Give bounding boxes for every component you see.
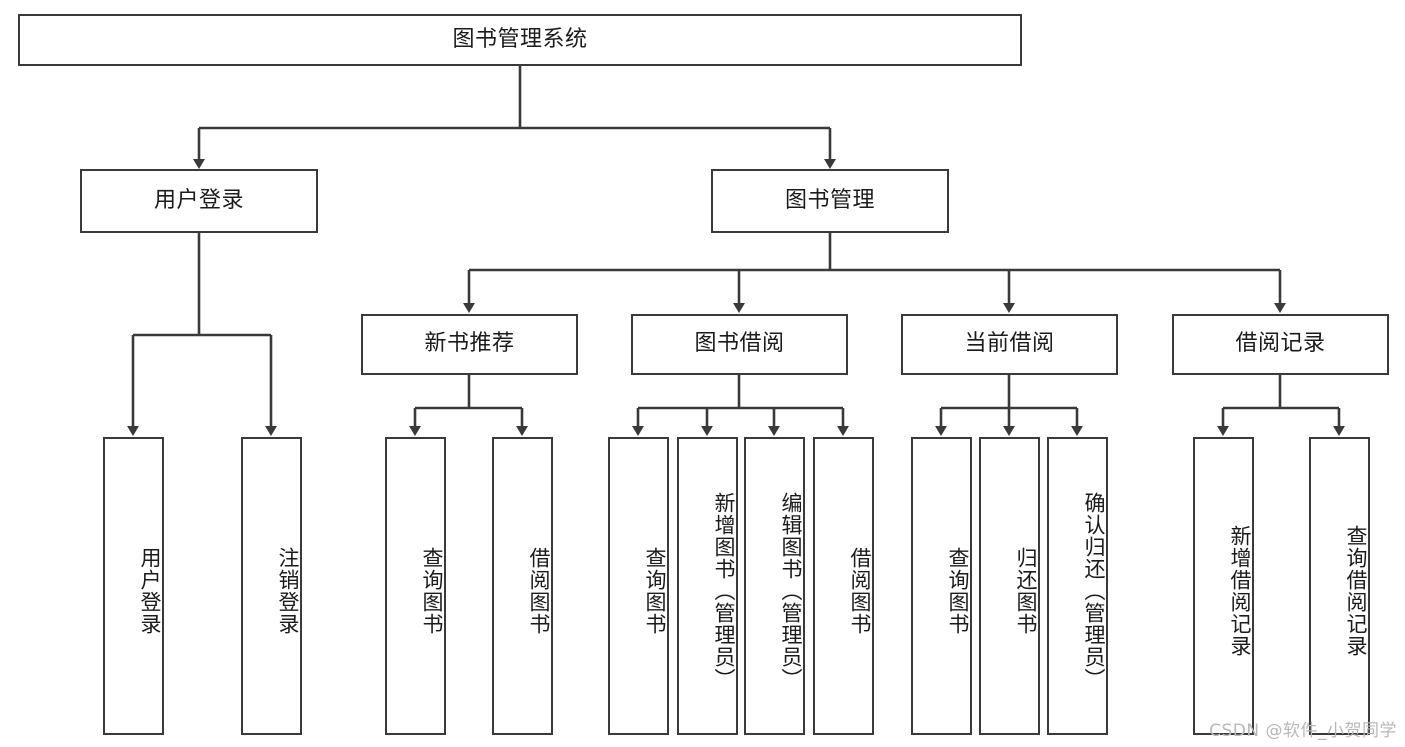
leaf-recommend-query-book[interactable]: 查询图书 xyxy=(385,437,446,735)
node-label: 编辑图书（管理员） xyxy=(779,492,803,690)
leaf-recommend-borrow-book[interactable]: 借阅图书 xyxy=(492,437,553,735)
leaf-record-add-record[interactable]: 新增借阅记录 xyxy=(1193,437,1254,735)
node-borrow-record[interactable]: 借阅记录 xyxy=(1172,314,1389,375)
node-label: 新书推荐 xyxy=(424,331,515,357)
node-label: 用户登录 xyxy=(138,547,162,635)
node-label: 确认归还（管理员） xyxy=(1082,492,1106,690)
leaf-user-login-login[interactable]: 用户登录 xyxy=(103,437,164,735)
node-label: 用户登录 xyxy=(153,187,244,213)
leaf-record-query-record[interactable]: 查询借阅记录 xyxy=(1309,437,1370,735)
node-label: 借阅图书 xyxy=(848,547,872,635)
leaf-borrow-add-book-admin[interactable]: 新增图书（管理员） xyxy=(677,437,738,735)
node-label: 归还图书 xyxy=(1014,547,1038,635)
node-book-management[interactable]: 图书管理 xyxy=(711,169,949,233)
node-current-borrow[interactable]: 当前借阅 xyxy=(901,314,1118,375)
node-label: 查询图书 xyxy=(643,547,667,635)
node-label: 图书管理系统 xyxy=(452,26,588,52)
node-new-book-recommend[interactable]: 新书推荐 xyxy=(361,314,578,375)
node-label: 借阅图书 xyxy=(527,547,551,635)
node-label: 新增图书（管理员） xyxy=(712,492,736,690)
leaf-user-login-logout[interactable]: 注销登录 xyxy=(241,437,302,735)
leaf-current-confirm-return-admin[interactable]: 确认归还（管理员） xyxy=(1047,437,1108,735)
leaf-borrow-query-book[interactable]: 查询图书 xyxy=(608,437,669,735)
node-label: 注销登录 xyxy=(276,547,300,635)
node-user-login[interactable]: 用户登录 xyxy=(80,169,318,233)
leaf-current-query-book[interactable]: 查询图书 xyxy=(911,437,972,735)
node-label: 当前借阅 xyxy=(964,331,1055,357)
node-root-system[interactable]: 图书管理系统 xyxy=(18,14,1022,66)
leaf-borrow-borrow-book[interactable]: 借阅图书 xyxy=(813,437,874,735)
node-label: 新增借阅记录 xyxy=(1228,525,1252,657)
watermark-text: CSDN @软件_小贺同学 xyxy=(1209,721,1397,741)
node-label: 查询借阅记录 xyxy=(1344,525,1368,657)
node-label: 查询图书 xyxy=(420,547,444,635)
node-label: 借阅记录 xyxy=(1235,331,1326,357)
node-label: 查询图书 xyxy=(946,547,970,635)
node-book-borrow[interactable]: 图书借阅 xyxy=(631,314,848,375)
leaf-borrow-edit-book-admin[interactable]: 编辑图书（管理员） xyxy=(744,437,805,735)
node-label: 图书借阅 xyxy=(694,331,785,357)
node-label: 图书管理 xyxy=(784,187,875,213)
leaf-current-return-book[interactable]: 归还图书 xyxy=(979,437,1040,735)
